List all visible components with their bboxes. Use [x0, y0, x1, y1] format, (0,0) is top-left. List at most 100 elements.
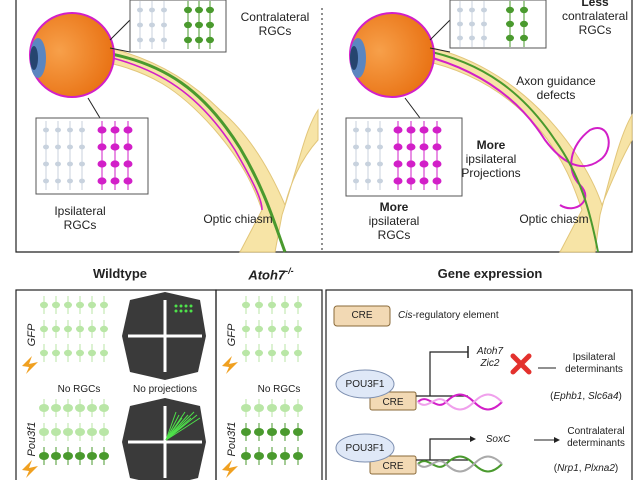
rcontra-bg-cell-soma	[481, 7, 487, 13]
rcontra-green-cell-soma	[520, 20, 528, 28]
atoh7-gfp-cell-soma	[281, 349, 289, 357]
rcontra-bg-cell-soma	[457, 21, 463, 27]
wt-pou3f1-projection	[165, 417, 201, 441]
soxc-label: SoxC	[485, 434, 511, 445]
wt-gfp-cell-soma	[40, 349, 48, 357]
atoh7-gfp-cell-soma	[294, 349, 302, 357]
wildtype-header: Wildtype	[92, 266, 148, 281]
bottom-panel-frames	[15, 289, 633, 480]
wt-pou3f1-projection	[165, 411, 195, 441]
atoh7-gfp-cell-soma	[268, 349, 276, 357]
right-optic-nerve	[419, 44, 633, 253]
gene-expression-header: Gene expression	[437, 266, 543, 281]
contra-green-cell-soma	[206, 6, 214, 14]
wt-pou3f1-cell-soma	[51, 452, 61, 460]
atoh7-pou3f1-cell-soma	[293, 404, 303, 412]
ripsi-bg-cell-soma	[353, 161, 359, 167]
wt-pou3f1-cell-soma	[99, 404, 109, 412]
ripsi-bg-cell-soma	[377, 127, 383, 133]
wt-gfp-cell-soma	[88, 349, 96, 357]
wt-projection-dot	[189, 309, 193, 313]
atoh7-gfp-label: GFP	[226, 323, 238, 347]
atoh7-gfp-cell-soma	[255, 325, 263, 333]
wt-projection-dot	[189, 304, 193, 308]
wt-gfp-cell-soma	[76, 349, 84, 357]
contra-green-cell-soma	[195, 6, 203, 14]
atoh7-pou3f1-cell-soma	[241, 404, 251, 412]
ripsi-magenta-cell-soma	[432, 126, 442, 134]
contra-green-cell-soma	[195, 21, 203, 29]
wt-gfp-cell-soma	[52, 301, 60, 309]
more-ipsilateral-rgcs-label: More ipsilateral RGCs	[368, 200, 420, 242]
atoh7-pou3f1-cell-soma	[254, 428, 264, 436]
wt-projection-dot	[179, 304, 183, 308]
less-contralateral-label: Less contralateral RGCs	[561, 0, 629, 37]
atoh7-pou3f1-cell-soma	[254, 452, 264, 460]
wt-pou3f1-cell-soma	[99, 428, 109, 436]
wt-pou3f1-projection	[165, 414, 198, 441]
ripsi-bg-cell-soma	[365, 127, 371, 133]
ripsi-bg-cell-soma	[365, 144, 371, 150]
contra-green-cell-soma	[184, 36, 192, 44]
atoh7-gfp-cell-soma	[255, 301, 263, 309]
wt-projection-dot	[184, 309, 188, 313]
rcontra-green-cell-soma	[506, 6, 514, 14]
contra-bg-cell-soma	[149, 37, 155, 43]
ipsi-bg-cell-soma	[55, 178, 61, 184]
lightning-bolts	[22, 356, 238, 478]
ripsi-bg-cell-soma	[353, 144, 359, 150]
ipsi-bg-cell-soma	[67, 127, 73, 133]
ipsi-bg-cell-soma	[79, 144, 85, 150]
ripsi-bg-cell-soma	[377, 161, 383, 167]
ripsi-magenta-cell-soma	[432, 143, 442, 151]
ipsi-magenta-cell-soma	[123, 126, 133, 134]
atoh7-gfp-cell-soma	[281, 325, 289, 333]
ripsi-bg-cell-soma	[377, 178, 383, 184]
contralateral-rgcs-label: Contralateral RGCs	[240, 10, 310, 38]
rcontra-bg-cell-soma	[457, 35, 463, 41]
wt-gfp-cell-soma	[100, 301, 108, 309]
atoh7-pou3f1-cell-soma	[254, 404, 264, 412]
ipsi-magenta-cell-soma	[97, 143, 107, 151]
wt-pou3f1-label: Pou3f1	[26, 421, 38, 457]
wt-pou3f1-cell-soma	[51, 428, 61, 436]
atoh7-gfp-cell-soma	[242, 325, 250, 333]
wt-pou3f1-cell-soma	[39, 428, 49, 436]
wt-flatmount-gfp	[122, 292, 206, 380]
contra-green-cell-soma	[206, 21, 214, 29]
atoh7-header: Atoh7-/-	[248, 266, 294, 283]
wt-projection-dot	[174, 304, 178, 308]
wt-pou3f1-projection	[165, 411, 177, 441]
wt-no-rgcs-label: No RGCs	[57, 384, 101, 395]
wt-gfp-cell-soma	[52, 349, 60, 357]
wt-pou3f1-cell-soma	[99, 452, 109, 460]
wt-pou3f1-cell-soma	[87, 452, 97, 460]
contra-green-cell-soma	[206, 36, 214, 44]
more-ipsilateral-projections-label: More ipsilateral Projections	[461, 138, 521, 180]
atoh7-gfp-cell-soma	[294, 325, 302, 333]
ipsilateral-determinants-label: Ipsilateral determinants	[565, 352, 623, 375]
rcontra-green-cell-soma	[506, 20, 514, 28]
cre-description: Cis-regulatory element	[398, 310, 499, 321]
contra-bg-cell-soma	[161, 22, 167, 28]
atoh7-pou3f1-cell-soma	[280, 404, 290, 412]
wt-pou3f1-cell-soma	[87, 428, 97, 436]
left-eye	[29, 12, 115, 98]
wt-gfp-cell-soma	[88, 325, 96, 333]
wt-pou3f1-cell-soma	[87, 404, 97, 412]
atoh7-gfp-cell-soma	[294, 301, 302, 309]
wt-gfp-cell-soma	[100, 325, 108, 333]
right-eye	[349, 12, 435, 98]
wt-gfp-cell-soma	[64, 325, 72, 333]
right-contra-inset	[429, 0, 547, 53]
ipsi-bg-cell-soma	[43, 127, 49, 133]
wt-pou3f1-cell-soma	[63, 404, 73, 412]
ipsi-bg-cell-soma	[43, 178, 49, 184]
wt-pou3f1-projection	[165, 411, 186, 441]
ipsi-magenta-cell-soma	[97, 160, 107, 168]
ripsi-bg-cell-soma	[353, 127, 359, 133]
ipsi-magenta-cell-soma	[110, 126, 120, 134]
ripsi-magenta-cell-soma	[432, 177, 442, 185]
